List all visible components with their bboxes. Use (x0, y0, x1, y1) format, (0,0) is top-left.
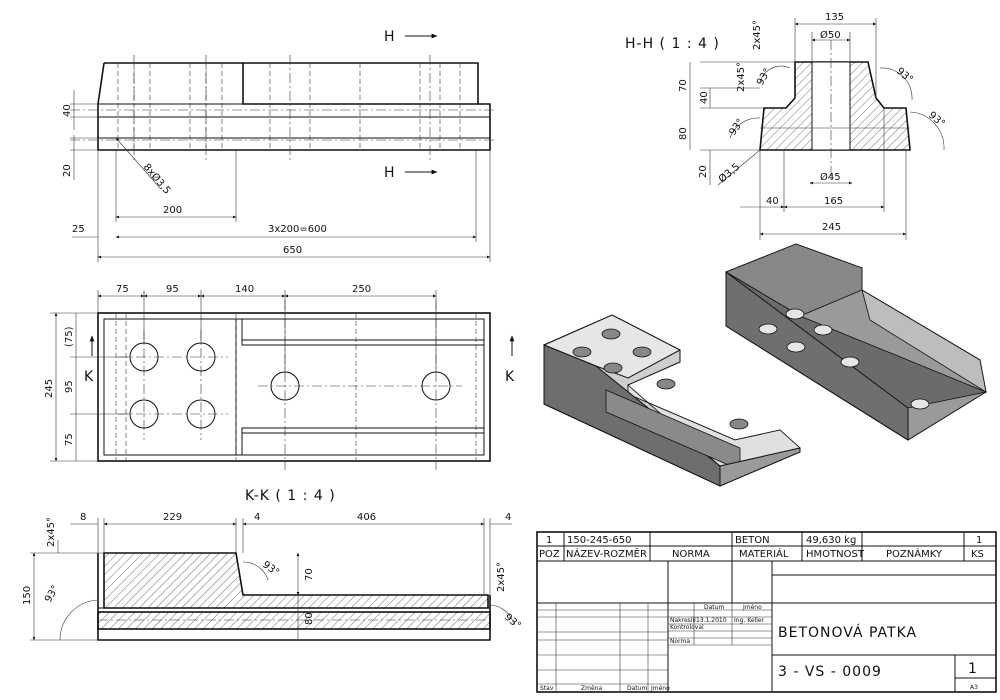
label-bottom-datum: Datum (627, 685, 647, 692)
label-bottom-jmeno: Jméno (650, 685, 670, 692)
header-weight: HMOTNOST (806, 549, 865, 560)
dim-2x45a-kk: 2x45° (46, 517, 57, 547)
dim-20-hh: 20 (698, 165, 709, 178)
sheet-number: 1 (968, 661, 978, 677)
hole (786, 341, 806, 353)
dim-35-hh: Ø3,5 (716, 161, 742, 185)
hole (840, 356, 860, 368)
dim-75-top: 75 (116, 284, 129, 295)
hole (910, 398, 930, 410)
dim-40-front: 40 (62, 104, 73, 117)
hole (601, 328, 621, 340)
dim-4b-kk: 4 (505, 512, 511, 523)
dim-20-front: 20 (62, 164, 73, 177)
section-hh: H-H ( 1 : 4 ) 135 Ø50 2x45° 2x45° 70 40 … (625, 12, 947, 240)
label-kontroloval: Kontroloval (670, 624, 704, 631)
front-view: H H 40 20 8xØ3,5 200 25 3x200=600 650 (62, 29, 495, 262)
dim-80-kk: 80 (304, 612, 315, 625)
dim-80-hh: 80 (678, 127, 689, 140)
dim-75v-top: 75 (64, 433, 75, 446)
hole (729, 418, 749, 430)
dim-50-hh: Ø50 (820, 29, 841, 41)
dim-95v-top: 95 (64, 380, 75, 393)
dim-2x45b-hh: 2x45° (736, 62, 747, 92)
label-jmeno: Jméno (742, 604, 762, 611)
header-poz: POZ (539, 549, 560, 560)
section-kk-title: K-K ( 1 : 4 ) (245, 488, 336, 504)
dim-150-kk: 150 (22, 586, 33, 605)
section-k-label-left: K (84, 369, 94, 385)
header-material: MATERIÁL (739, 547, 789, 560)
dim-45-hh: Ø45 (820, 171, 841, 183)
drawn-author: Ing. Keller (734, 617, 765, 624)
dim-40-hh: 40 (699, 91, 710, 104)
angle-93b-kk: 93° (260, 559, 281, 578)
angle-93c-hh: 93° (727, 117, 746, 138)
dim-95-top: 95 (166, 284, 179, 295)
drawing-title: BETONOVÁ PATKA (778, 624, 917, 641)
hole (632, 346, 652, 358)
dim-4a-kk: 4 (254, 512, 260, 523)
dim-165-hh: 165 (824, 196, 843, 207)
hole (785, 308, 805, 320)
parts-ks: 1 (976, 535, 982, 546)
dim-8-kk: 8 (80, 512, 86, 523)
dim-25-front: 25 (72, 224, 85, 235)
angle-93a-hh: 93° (755, 67, 773, 88)
angle-93b-hh: 93° (894, 66, 915, 86)
angle-93c-kk: 93° (502, 612, 523, 632)
dim-200-front: 200 (163, 205, 182, 216)
parts-poz: 1 (546, 535, 552, 546)
dim-600-front: 3x200=600 (268, 224, 327, 235)
dim-135-hh: 135 (825, 12, 844, 23)
sheet-format: A3 (970, 684, 978, 691)
label-datum: Datum (704, 604, 724, 611)
dim-250-top: 250 (352, 284, 371, 295)
drawing-number: 3 - VS - 0009 (778, 664, 882, 680)
label-nakreslil: Nakreslil (670, 617, 696, 624)
hole (813, 324, 833, 336)
dim-245-hh: 245 (822, 222, 841, 233)
dim-40b-hh: 40 (766, 196, 779, 207)
title-block: 1 150-245-650 BETON 49,630 kg 1 POZ NÁZE… (536, 531, 997, 693)
parts-weight: 49,630 kg (806, 535, 856, 546)
header-notes: POZNÁMKY (886, 547, 943, 560)
label-stav: Stav (540, 685, 554, 692)
drawn-date: 13.1.2010 (696, 617, 727, 624)
dim-holes-front: 8xØ3,5 (141, 161, 173, 196)
header-norma: NORMA (672, 549, 710, 560)
hole (758, 323, 778, 335)
section-h-label-bottom: H (384, 165, 396, 181)
dim-650-front: 650 (283, 245, 302, 256)
label-zmena: Změna (581, 685, 602, 692)
header-name: NÁZEV-ROZMĚR (566, 547, 647, 560)
section-h-label-top: H (384, 29, 396, 45)
top-view: 75 95 140 250 245 (75) 95 75 K K (44, 284, 515, 470)
dim-75p-top: (75) (64, 326, 75, 347)
angle-93d-hh: 93° (926, 110, 947, 130)
section-hh-title: H-H ( 1 : 4 ) (625, 36, 720, 52)
header-ks: KS (971, 549, 984, 560)
hole (656, 378, 676, 390)
section-kk: K-K ( 1 : 4 ) 8 229 4 406 4 150 2x45° (22, 488, 523, 641)
dim-140-top: 140 (235, 284, 254, 295)
dim-2x45a-hh: 2x45° (752, 20, 763, 50)
label-normalizace: Norma (670, 638, 690, 645)
iso-render-top-side (542, 314, 801, 487)
hole (603, 362, 623, 374)
parts-material: BETON (735, 535, 770, 546)
iso-render-bottom-side (725, 243, 988, 441)
dim-229-kk: 229 (163, 512, 182, 523)
angle-93a-kk: 93° (43, 584, 61, 605)
parts-name: 150-245-650 (567, 535, 631, 546)
dim-2x45b-kk: 2x45° (496, 562, 507, 592)
section-k-label-right: K (505, 369, 515, 385)
dim-245-top: 245 (44, 379, 55, 398)
dim-70-hh: 70 (678, 79, 689, 92)
hole (572, 346, 592, 358)
dim-70-kk: 70 (304, 568, 315, 581)
dim-406-kk: 406 (357, 512, 376, 523)
